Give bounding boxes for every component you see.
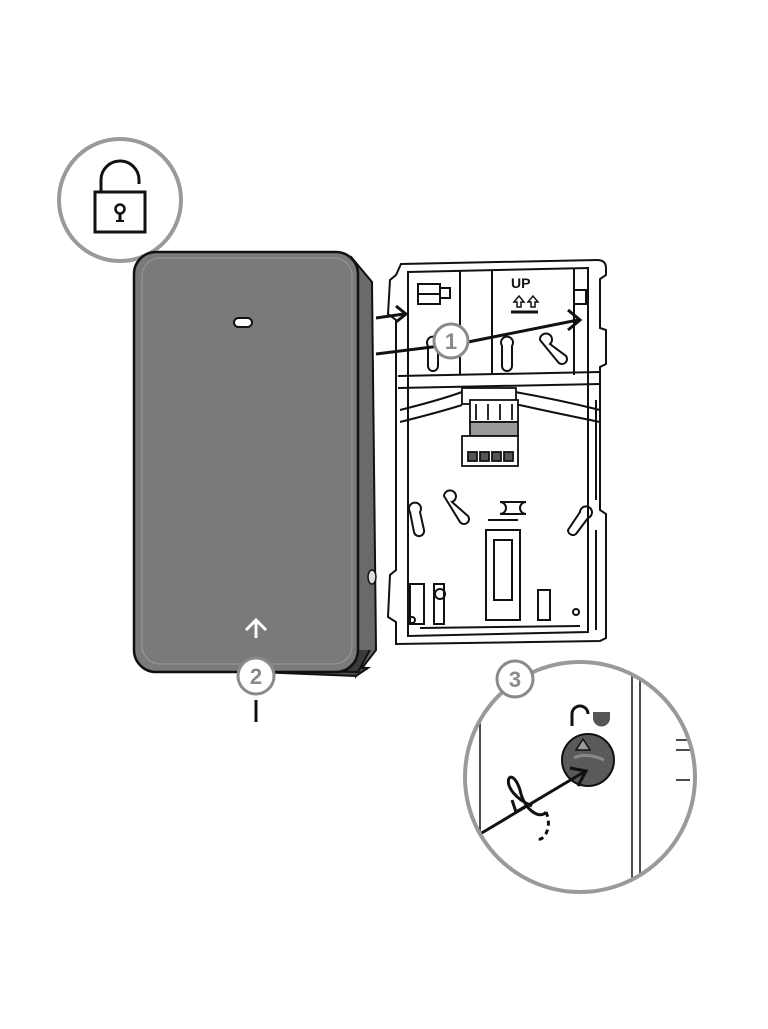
unlock-icon xyxy=(57,137,183,263)
terminal-connector xyxy=(461,387,519,467)
step-1-badge: 1 xyxy=(432,322,470,360)
side-screw-icon xyxy=(367,569,377,585)
up-marking: UP xyxy=(511,275,540,314)
svg-text:2: 2 xyxy=(250,664,262,689)
hang-arrows xyxy=(375,304,583,356)
svg-text:1: 1 xyxy=(445,329,457,354)
step-2-badge: 2 xyxy=(236,656,276,696)
unlock-state-icon xyxy=(570,704,610,727)
lock-screw-knob xyxy=(561,733,615,787)
svg-text:UP: UP xyxy=(511,275,530,291)
push-up-arrow xyxy=(244,617,268,638)
lock-screw-detail xyxy=(463,660,697,894)
svg-text:3: 3 xyxy=(509,667,521,692)
step-3-badge: 3 xyxy=(495,659,535,699)
device-housing xyxy=(132,250,378,679)
